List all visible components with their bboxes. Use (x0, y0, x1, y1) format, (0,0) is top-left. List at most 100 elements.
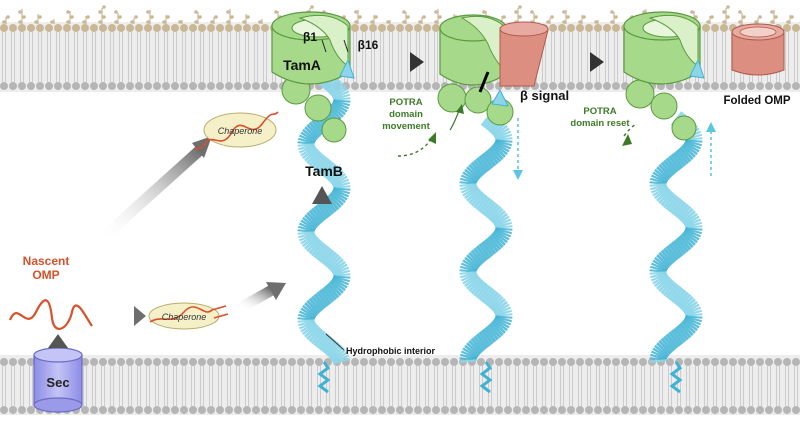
lipid-head (720, 82, 728, 90)
lipid-head (396, 358, 404, 366)
lipid-head (738, 82, 746, 90)
lipid-head (207, 24, 215, 32)
lipid-head (549, 358, 557, 366)
lipid-head (36, 24, 44, 32)
step-arrow-1 (410, 52, 424, 72)
lipid-head (27, 358, 35, 366)
lipid-head (459, 406, 467, 414)
lipid-head (81, 24, 89, 32)
potra-movement-line3: movement (382, 121, 430, 132)
lipid-head (279, 358, 287, 366)
lipid-head (495, 358, 503, 366)
lipid-head (378, 358, 386, 366)
arrow-head-to-chaperone (134, 306, 146, 326)
lipid-head (36, 82, 44, 90)
lipid-head (270, 82, 278, 90)
lipid-head (585, 406, 593, 414)
lipid-head (351, 406, 359, 414)
lipid-head (162, 24, 170, 32)
lipid-head (144, 82, 152, 90)
lipid-head (99, 406, 107, 414)
lipid-head (513, 358, 521, 366)
lipid-head (180, 82, 188, 90)
lipid-head (432, 24, 440, 32)
lipid-head (612, 24, 620, 32)
lipid-head (738, 358, 746, 366)
lipid-head (387, 358, 395, 366)
lipid-head (567, 406, 575, 414)
nascent-omp: Nascent OMP (8, 254, 93, 330)
lipid-head (378, 82, 386, 90)
lipid-head (108, 82, 116, 90)
lipid-head (297, 406, 305, 414)
beta16-label: β16 (358, 38, 379, 52)
lipid-head (99, 24, 107, 32)
lipid-head (765, 358, 773, 366)
lipid-head (18, 358, 26, 366)
lipid-head (387, 406, 395, 414)
lipid-head (216, 358, 224, 366)
lipid-head (180, 406, 188, 414)
lipid-head (216, 24, 224, 32)
chaperone-top: Chaperone (194, 111, 279, 150)
lipid-head (261, 406, 269, 414)
lipid-head (189, 24, 197, 32)
lipid-head (378, 406, 386, 414)
lipid-head (360, 24, 368, 32)
lipid-head (612, 406, 620, 414)
inner-membrane-heads-bottom (0, 406, 800, 414)
lipid-head (189, 82, 197, 90)
lipid-head (693, 358, 701, 366)
lipid-head (639, 406, 647, 414)
tamb-transport-arrow (312, 186, 332, 260)
nascent-label-line1: Nascent (23, 254, 70, 268)
lipid-head (387, 24, 395, 32)
lipid-head (360, 406, 368, 414)
lipid-head (108, 24, 116, 32)
lipid-head (711, 358, 719, 366)
lipid-head (558, 82, 566, 90)
lipid-head (666, 406, 674, 414)
lipid-head (576, 358, 584, 366)
lipid-head (153, 82, 161, 90)
lipid-head (576, 82, 584, 90)
lipid-head (378, 24, 386, 32)
pathway-arrows (96, 52, 604, 326)
lipid-head (171, 406, 179, 414)
lipid-head (747, 358, 755, 366)
tama-state1: β1 β16 TamA (271, 11, 379, 143)
lipid-head (765, 406, 773, 414)
beta1-label: β1 (303, 30, 317, 44)
lipid-head (684, 358, 692, 366)
lipid-head (0, 406, 8, 414)
lipid-head (648, 406, 656, 414)
lipid-head (414, 24, 422, 32)
inner-membrane-lipid-tails (2, 366, 798, 406)
lipid-head (225, 406, 233, 414)
lipid-head (702, 406, 710, 414)
chaperone-bottom-label: Chaperone (162, 312, 207, 322)
lipid-head (90, 358, 98, 366)
tamb-helix-state3 (649, 111, 703, 394)
lipid-head (693, 82, 701, 90)
lipid-head (702, 82, 710, 90)
lipid-head (126, 82, 134, 90)
lipid-head (198, 82, 206, 90)
lipid-head (90, 24, 98, 32)
lipid-head (603, 82, 611, 90)
lipid-head (54, 24, 62, 32)
lipid-head (549, 24, 557, 32)
lipid-head (144, 406, 152, 414)
lipid-head (774, 82, 782, 90)
lipid-head (756, 358, 764, 366)
sec-label: Sec (46, 375, 69, 390)
lipid-head (558, 24, 566, 32)
lipid-head (117, 82, 125, 90)
lipid-head (567, 82, 575, 90)
lipid-head (171, 24, 179, 32)
lipid-head (792, 406, 800, 414)
lipid-head (288, 406, 296, 414)
lipid-head (531, 358, 539, 366)
lipid-head (99, 82, 107, 90)
